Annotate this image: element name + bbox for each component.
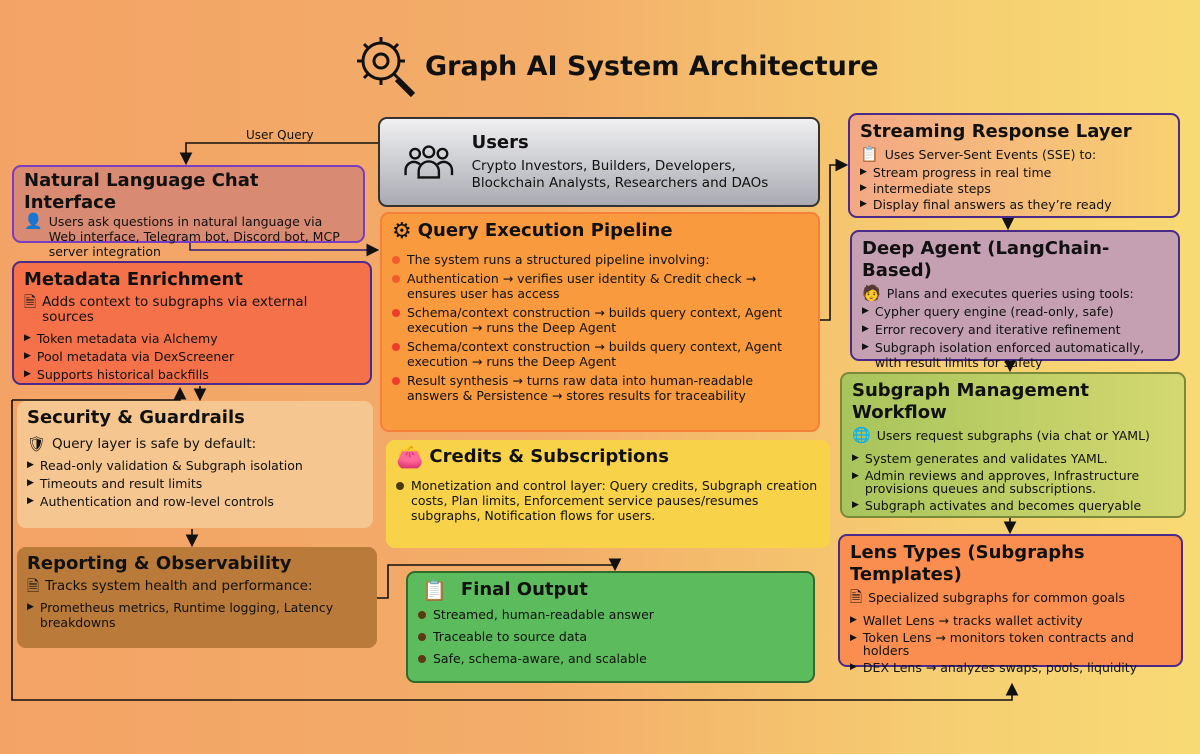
streaming-intro: Uses Server-Sent Events (SSE) to: <box>884 147 1097 162</box>
title-text: Graph AI System Architecture <box>425 50 879 82</box>
security-item: Timeouts and result limits <box>27 476 363 491</box>
subgraph-item: System generates and validates YAML. <box>852 451 1174 466</box>
reporting-item: Prometheus metrics, Runtime logging, Lat… <box>27 600 367 630</box>
credits-item: Monetization and control layer: Query cr… <box>396 478 820 523</box>
lens-item: Wallet Lens → tracks wallet activity <box>850 613 1171 628</box>
security-node: Security & Guardrails 🛡 Query layer is sa… <box>17 401 373 528</box>
final-item: Safe, schema-aware, and scalable <box>418 651 803 666</box>
wallet-icon: 👛 <box>396 444 424 470</box>
users-text: Crypto Investors, Builders, Developers, … <box>471 158 769 191</box>
nl-chat-title: Natural Language Chat Interface <box>24 170 259 213</box>
streaming-title: Streaming Response Layer <box>860 121 1132 142</box>
pipeline-node: ⚙Query Execution Pipeline The system run… <box>380 212 820 432</box>
streaming-item: Display final answers as they’re ready <box>860 197 1168 212</box>
lens-item: DEX Lens → analyzes swaps, pools, liquid… <box>850 660 1171 675</box>
metadata-title: Metadata Enrichment <box>24 269 243 290</box>
lens-title: Lens Types (Subgraphs Templates) <box>850 542 1085 585</box>
pipeline-title: Query Execution Pipeline <box>417 220 673 241</box>
deep-agent-item: Error recovery and iterative refinement <box>862 322 1168 337</box>
metadata-node: Metadata Enrichment 🗎 Adds context to sub… <box>12 261 372 385</box>
reporting-node: Reporting & Observability 🗎 Tracks system… <box>17 547 377 648</box>
metadata-item: Token metadata via Alchemy <box>24 331 360 346</box>
clipboard-icon: 📋 <box>860 145 879 163</box>
security-intro: Query layer is safe by default: <box>52 436 257 452</box>
subgraph-item: Subgraph activates and becomes queryable <box>852 498 1174 513</box>
deep-agent-title: Deep Agent (LangChain-Based) <box>862 238 1110 281</box>
report-icon: 🗎 <box>27 577 40 595</box>
gear-icon: ⚙ <box>392 218 412 244</box>
final-output-node: 📋 Final Output Streamed, human-readable a… <box>406 571 815 683</box>
nl-chat-text: Users ask questions in natural language … <box>48 214 340 259</box>
security-item: Authentication and row-level controls <box>27 494 363 509</box>
streaming-node: Streaming Response Layer 📋 Uses Server-Se… <box>848 113 1180 218</box>
pipeline-item: Schema/context construction → builds que… <box>392 339 808 369</box>
lens-node: Lens Types (Subgraphs Templates) 🗎 Specia… <box>838 534 1183 675</box>
subgraph-item: Admin reviews and approves, Infrastructu… <box>852 469 1174 495</box>
nl-chat-node: Natural Language Chat Interface 👤 Users a… <box>12 165 365 259</box>
pipeline-item: Schema/context construction → builds que… <box>392 305 808 335</box>
security-title: Security & Guardrails <box>27 407 245 428</box>
final-output-title: Final Output <box>460 579 588 600</box>
users-title: Users <box>471 132 529 153</box>
agent-icon: 🧑 <box>862 284 881 302</box>
checklist-icon: 📋 <box>422 577 447 602</box>
users-group-icon <box>404 145 454 179</box>
document-icon: 🗎 <box>24 293 37 311</box>
edge-label-user-query: User Query <box>246 128 314 142</box>
credits-node: 👛Credits & Subscriptions Monetization an… <box>386 440 830 548</box>
subgraph-node: Subgraph Management Workflow 🌐 Users requ… <box>840 372 1186 518</box>
subgraph-title: Subgraph Management Workflow <box>852 380 1090 423</box>
final-item: Streamed, human-readable answer <box>418 607 803 622</box>
metadata-item: Pool metadata via DexScreener <box>24 349 360 364</box>
metadata-intro: Adds context to subgraphs via external s… <box>42 294 308 325</box>
shield-icon: 🛡 <box>27 435 47 453</box>
pipeline-item: Result synthesis → turns raw data into h… <box>392 373 808 403</box>
credits-title: Credits & Subscriptions <box>429 446 669 467</box>
deep-agent-intro: Plans and executes queries using tools: <box>886 286 1134 301</box>
person-icon: 👤 <box>24 212 43 230</box>
subgraph-intro: Users request subgraphs (via chat or YAM… <box>876 428 1150 443</box>
template-icon: 🗎 <box>850 588 863 606</box>
deep-agent-item: Cypher query engine (read-only, safe) <box>862 304 1168 319</box>
globe-network-icon: 🌐 <box>852 426 871 444</box>
metadata-item: Supports historical backfills <box>24 367 360 382</box>
lens-item: Token Lens → monitors token contracts an… <box>850 631 1171 657</box>
gear-search-icon <box>357 37 416 97</box>
streaming-item: intermediate steps <box>860 181 1168 196</box>
diagram-title: Graph AI System Architecture <box>355 35 879 97</box>
deep-agent-node: Deep Agent (LangChain-Based) 🧑 Plans and … <box>850 230 1180 370</box>
deep-agent-item: Subgraph isolation enforced automaticall… <box>862 340 1168 370</box>
pipeline-item: Authentication → verifies user identity … <box>392 271 808 301</box>
reporting-intro: Tracks system health and performance: <box>45 578 313 594</box>
lens-intro: Specialized subgraphs for common goals <box>868 590 1125 605</box>
pipeline-item: The system runs a structured pipeline in… <box>392 252 808 267</box>
security-item: Read-only validation & Subgraph isolatio… <box>27 458 363 473</box>
reporting-title: Reporting & Observability <box>27 553 292 574</box>
streaming-item: Stream progress in real time <box>860 165 1168 180</box>
final-item: Traceable to source data <box>418 629 803 644</box>
